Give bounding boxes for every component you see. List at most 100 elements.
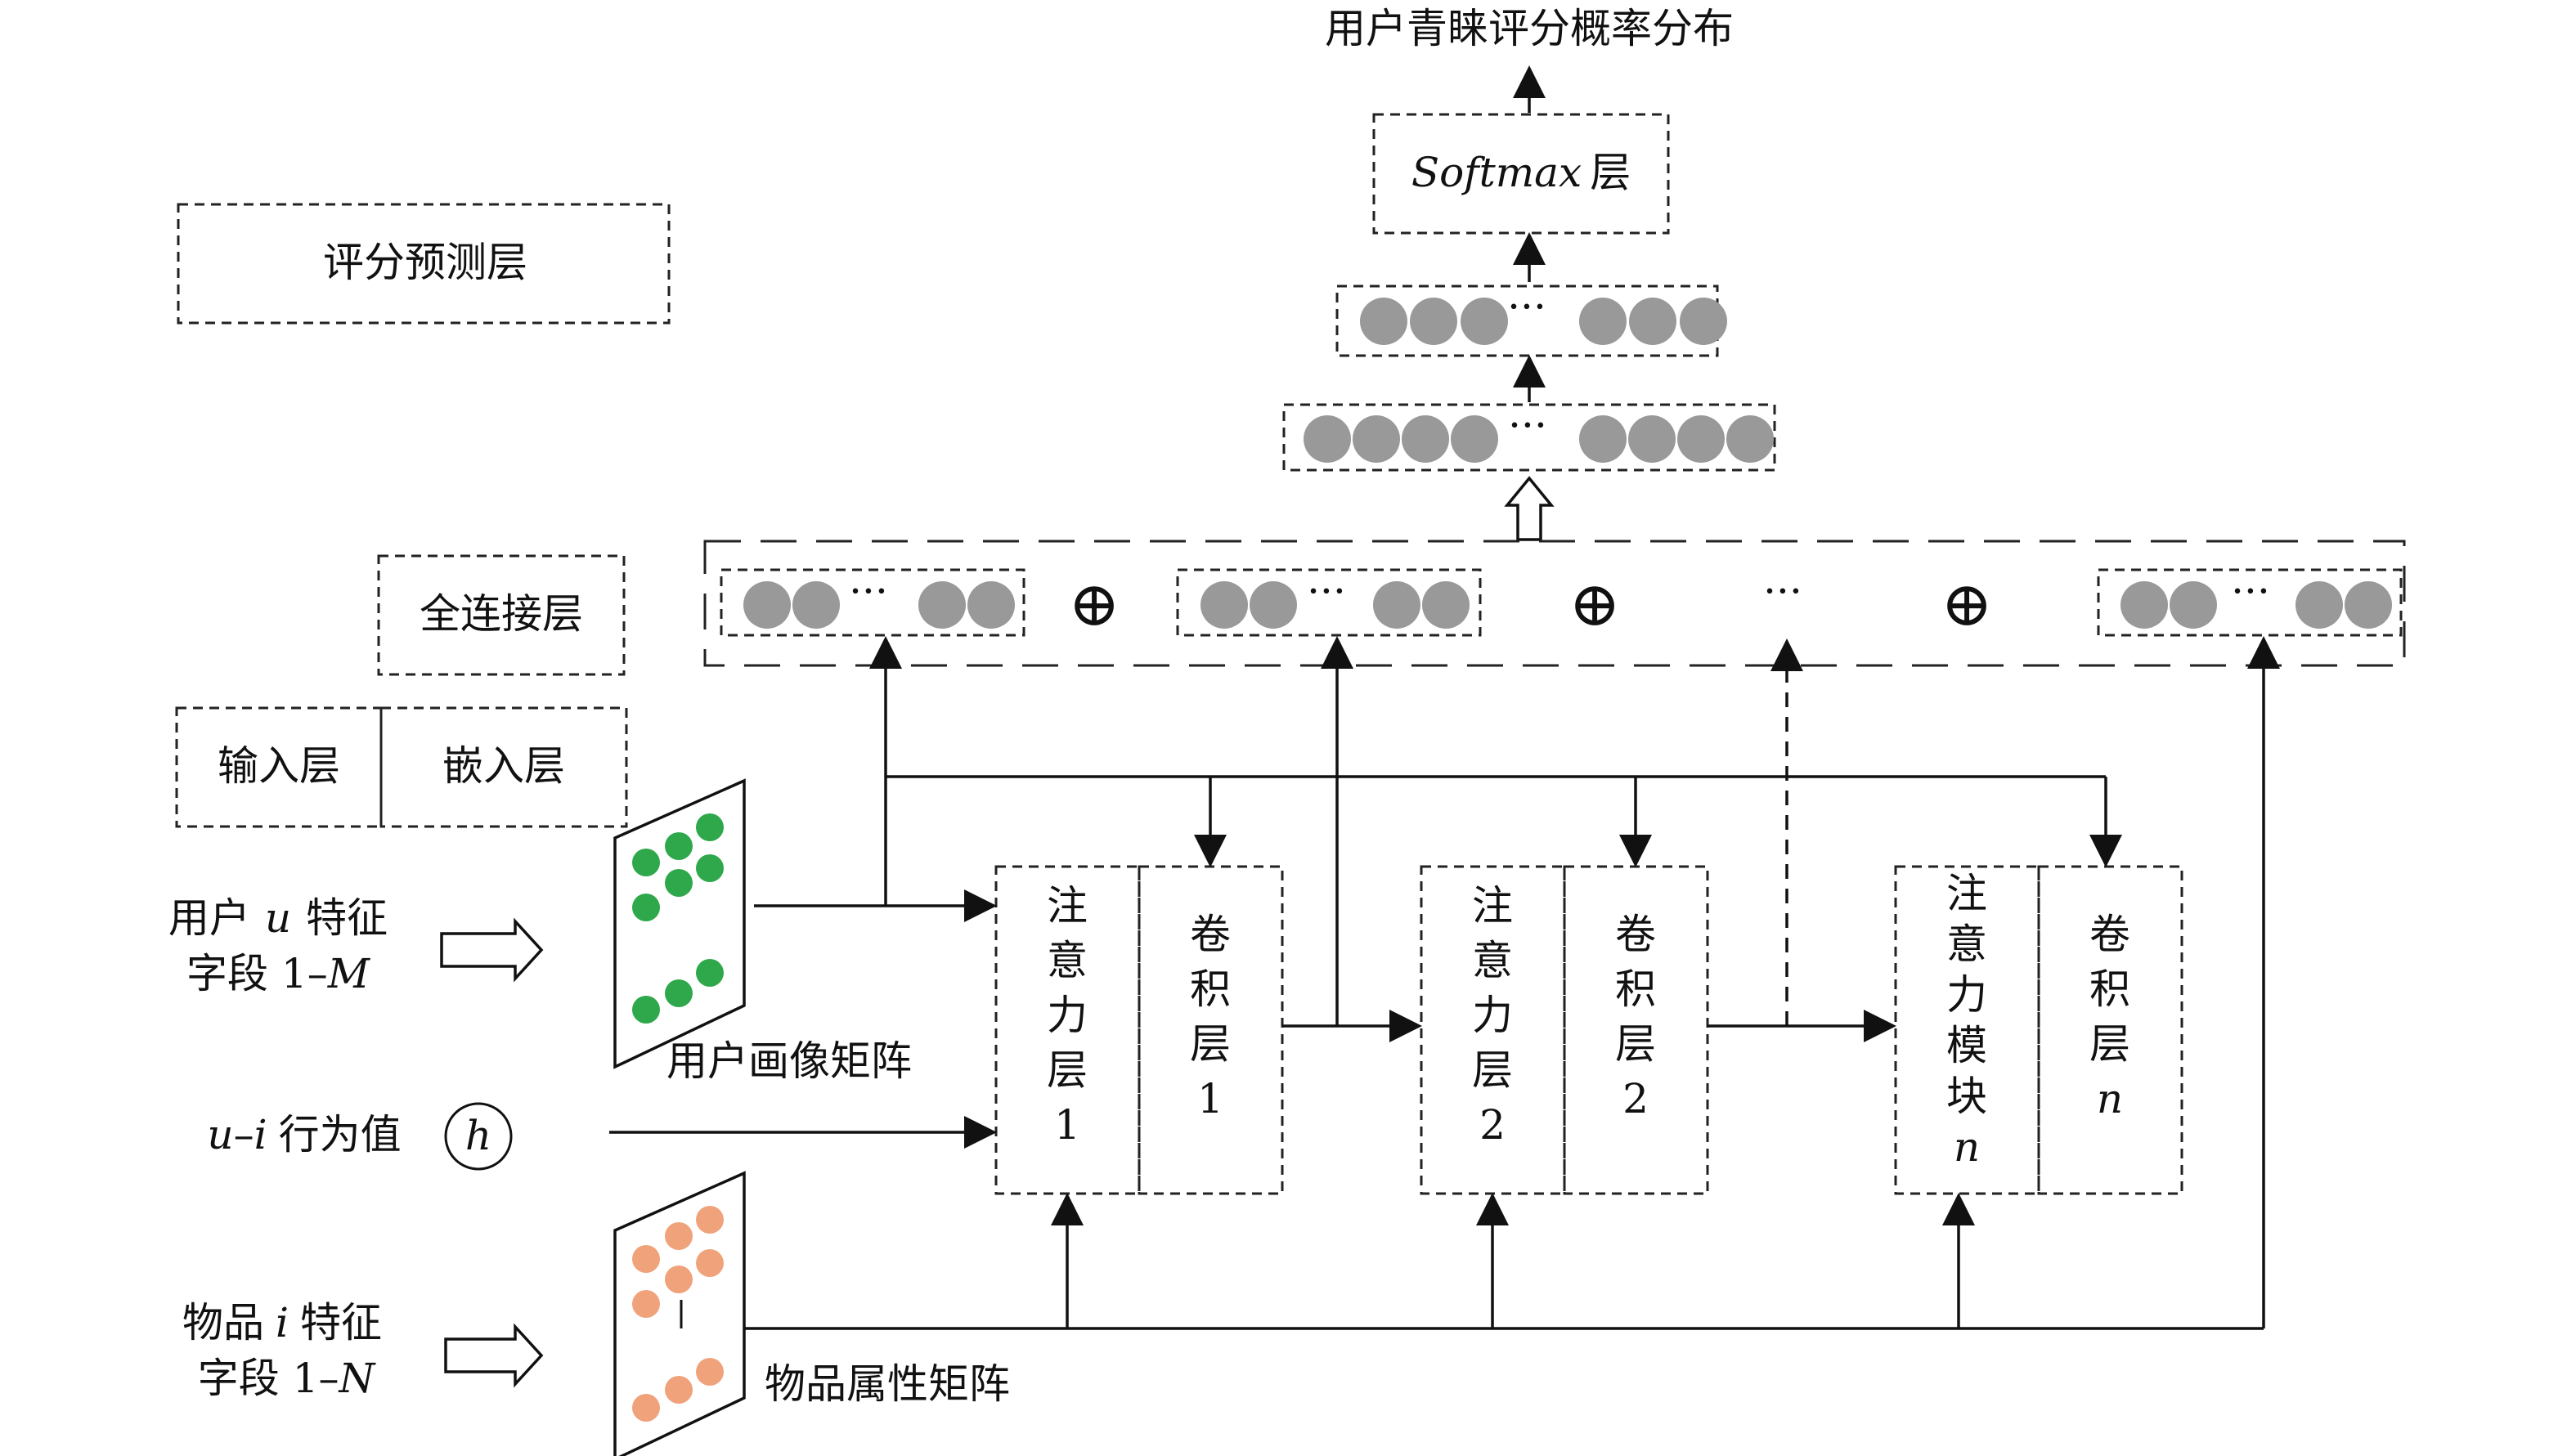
user-matrix-dot bbox=[665, 832, 693, 860]
concat-vector-1-ellipsis: ··· bbox=[849, 567, 888, 615]
concat-plus-1: ⊕ bbox=[1068, 567, 1120, 640]
user-matrix-dots bbox=[632, 813, 724, 1024]
item-matrix-dot bbox=[696, 1358, 724, 1386]
neuron-node bbox=[1677, 415, 1725, 463]
neuron-node bbox=[743, 581, 791, 629]
hidden-layer-2-ellipsis: ··· bbox=[1507, 283, 1546, 330]
neuron-node bbox=[792, 581, 840, 629]
hidden-layer-1-ellipsis: ··· bbox=[1508, 401, 1547, 449]
item-matrix-dot bbox=[696, 1249, 724, 1277]
embedding-layer-label: 嵌入层 bbox=[442, 742, 565, 790]
concat-vector-nodes bbox=[743, 581, 2392, 629]
neuron-node bbox=[2120, 581, 2168, 629]
conv-layer-1-index: 1 bbox=[1197, 1075, 1223, 1122]
conv-layer-2-char: 积 bbox=[1615, 965, 1656, 1013]
neuron-node bbox=[1680, 298, 1727, 345]
attention-layer-2-char: 层 bbox=[1472, 1046, 1513, 1094]
attention-layer-1-char: 层 bbox=[1047, 1046, 1088, 1094]
user-matrix-dot bbox=[696, 854, 724, 882]
concat-region bbox=[703, 540, 2406, 667]
conv-layer-n-index: n bbox=[2097, 1075, 2123, 1122]
user-matrix-dot bbox=[696, 959, 724, 987]
hollow-up-arrow bbox=[1504, 476, 1555, 541]
neuron-node bbox=[1250, 581, 1297, 629]
hidden-layer-1-box bbox=[1282, 403, 1776, 472]
user-matrix-dot bbox=[632, 894, 660, 921]
neuron-node bbox=[1200, 581, 1248, 629]
conv-layer-2-char: 层 bbox=[1615, 1020, 1656, 1068]
attention-layer-2-index: 2 bbox=[1479, 1101, 1506, 1149]
neuron-node bbox=[1461, 298, 1508, 345]
concat-vector-n-ellipsis: ··· bbox=[2231, 567, 2270, 615]
attention-module-n-char: 力 bbox=[1946, 971, 1987, 1019]
input-layer-label: 输入层 bbox=[218, 742, 340, 790]
attention-module-n-char: 块 bbox=[1946, 1073, 1987, 1120]
item-matrix-dot bbox=[696, 1206, 724, 1234]
attention-layer-1-index: 1 bbox=[1054, 1101, 1080, 1149]
conv-layer-n-char: 层 bbox=[2089, 1020, 2130, 1068]
item-matrix-dot bbox=[665, 1376, 693, 1404]
hidden-layer-1-nodes bbox=[1304, 415, 1774, 463]
item-matrix-dots bbox=[632, 1206, 724, 1422]
user-matrix-dot bbox=[696, 813, 724, 841]
prediction-layer-label: 评分预测层 bbox=[323, 239, 527, 286]
concat-vector-2-ellipsis: ··· bbox=[1307, 567, 1346, 615]
conv-layer-2-index: 2 bbox=[1622, 1075, 1649, 1122]
user-matrix-dot bbox=[632, 849, 660, 876]
attention-layer-2-char: 意 bbox=[1472, 937, 1513, 984]
concat-plus-3: ⊕ bbox=[1941, 567, 1993, 640]
neuron-node bbox=[1373, 581, 1420, 629]
attention-module-n-index: n bbox=[1954, 1123, 1980, 1171]
item-matrix-label: 物品属性矩阵 bbox=[765, 1360, 1010, 1408]
attention-module-n-char: 模 bbox=[1946, 1022, 1987, 1069]
neuron-node bbox=[1628, 415, 1676, 463]
item-matrix-dot bbox=[665, 1222, 693, 1250]
item-input-hollow-arrow bbox=[444, 1323, 544, 1388]
neuron-node bbox=[2170, 581, 2217, 629]
connectors bbox=[609, 636, 2280, 1330]
neuron-node bbox=[1451, 415, 1498, 463]
conv-layer-n-char: 积 bbox=[2089, 965, 2130, 1013]
attention-layer-1-char: 注 bbox=[1047, 882, 1088, 930]
neuron-node bbox=[1410, 298, 1457, 345]
concat-middle-ellipsis: ··· bbox=[1763, 567, 1802, 615]
fully-connected-layer-label: 全连接层 bbox=[420, 590, 583, 638]
neuron-node bbox=[1402, 415, 1449, 463]
attention-module-n-char: 意 bbox=[1946, 921, 1987, 968]
attention-layer-1-char: 力 bbox=[1047, 992, 1088, 1039]
neuron-node bbox=[2345, 581, 2392, 629]
neuron-node bbox=[1304, 415, 1351, 463]
output-title: 用户青睐评分概率分布 bbox=[1325, 5, 1734, 52]
conv-layer-1-char: 层 bbox=[1190, 1020, 1231, 1068]
neuron-node bbox=[1629, 298, 1676, 345]
conv-layer-n-char: 卷 bbox=[2089, 911, 2130, 958]
conv-layer-1-char: 积 bbox=[1190, 965, 1231, 1013]
behavior-h-symbol: h bbox=[465, 1112, 491, 1159]
neuron-node bbox=[2296, 581, 2343, 629]
item-feature-label-line2: 字段 1–N bbox=[198, 1355, 377, 1402]
item-matrix-dot bbox=[632, 1245, 660, 1273]
user-matrix-dot bbox=[665, 869, 693, 897]
attention-layer-1-char: 意 bbox=[1047, 937, 1088, 984]
attention-layer-2-char: 注 bbox=[1472, 882, 1513, 930]
neuron-node bbox=[1579, 298, 1627, 345]
neuron-node bbox=[1360, 298, 1407, 345]
input-layer-box bbox=[175, 706, 383, 828]
concat-vector-1 bbox=[720, 568, 1025, 637]
neuron-node bbox=[1579, 415, 1627, 463]
attention-module-n-char: 注 bbox=[1946, 870, 1987, 917]
user-feature-label-line2: 字段 1–M bbox=[186, 950, 371, 997]
hidden-layer-2-nodes bbox=[1360, 298, 1727, 345]
concat-vector-n bbox=[2097, 568, 2403, 637]
behavior-h-circle bbox=[444, 1102, 513, 1171]
concat-plus-2: ⊕ bbox=[1568, 567, 1621, 640]
neuron-node bbox=[1422, 581, 1470, 629]
attention-layer-2-char: 力 bbox=[1472, 992, 1513, 1039]
concat-vector-2 bbox=[1176, 568, 1482, 637]
prediction-layer-box bbox=[177, 203, 671, 325]
